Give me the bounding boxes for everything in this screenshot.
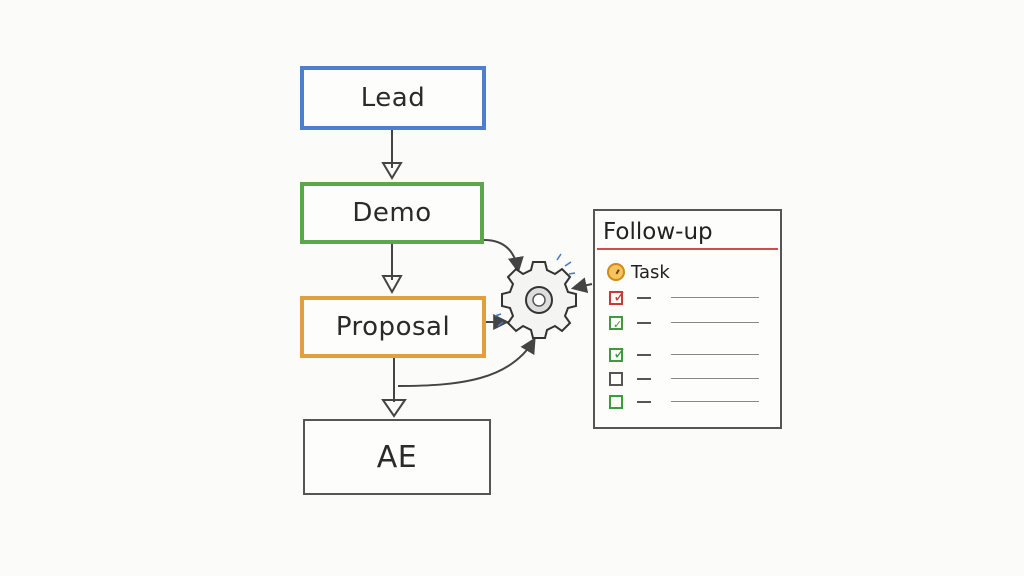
gear-icon: [494, 253, 577, 339]
checkbox-checked[interactable]: ✓: [609, 346, 626, 362]
item-line: [671, 401, 759, 402]
checkbox-checked[interactable]: ✓: [609, 289, 626, 305]
panel-title: Follow-up: [603, 219, 713, 245]
arrow-demo-to-proposal: [381, 244, 403, 295]
stage-demo-label: Demo: [352, 198, 432, 228]
task-row: Task: [607, 259, 670, 285]
item-bullet: [637, 401, 651, 403]
arrow-proposal-to-ae: [381, 358, 407, 418]
checklist-item[interactable]: ✓: [609, 289, 773, 309]
item-bullet: [637, 297, 651, 299]
item-line: [671, 378, 759, 379]
panel-divider: [597, 248, 778, 250]
item-bullet: [637, 354, 651, 356]
checklist-item[interactable]: [609, 395, 773, 413]
arrow-demo-to-gear: [483, 239, 524, 274]
follow-up-panel: Follow-up Task ✓ ✓ ✓: [593, 209, 782, 429]
checkbox-empty[interactable]: [609, 395, 623, 409]
checkbox-checked[interactable]: ✓: [609, 316, 623, 331]
item-line: [671, 297, 759, 298]
stage-ae-label: AE: [376, 439, 418, 475]
stage-lead[interactable]: Lead: [300, 66, 486, 130]
stage-lead-label: Lead: [360, 83, 426, 113]
task-status-icon: [607, 263, 625, 281]
checklist-item[interactable]: ✓: [609, 346, 773, 366]
item-line: [671, 354, 759, 355]
item-line: [671, 322, 759, 323]
task-label: Task: [631, 261, 670, 283]
arrow-panel-to-gear: [570, 277, 593, 294]
stage-proposal[interactable]: Proposal: [300, 296, 486, 358]
arrow-ae-to-gear: [397, 337, 536, 387]
item-bullet: [637, 322, 651, 324]
checklist-item[interactable]: [609, 372, 773, 390]
arrow-lead-to-demo: [381, 130, 403, 180]
item-bullet: [637, 378, 651, 380]
checklist-item[interactable]: ✓: [609, 316, 773, 334]
stage-demo[interactable]: Demo: [300, 182, 484, 244]
checkbox-empty[interactable]: [609, 372, 623, 386]
stage-ae[interactable]: AE: [303, 419, 491, 495]
stage-proposal-label: Proposal: [335, 312, 451, 342]
